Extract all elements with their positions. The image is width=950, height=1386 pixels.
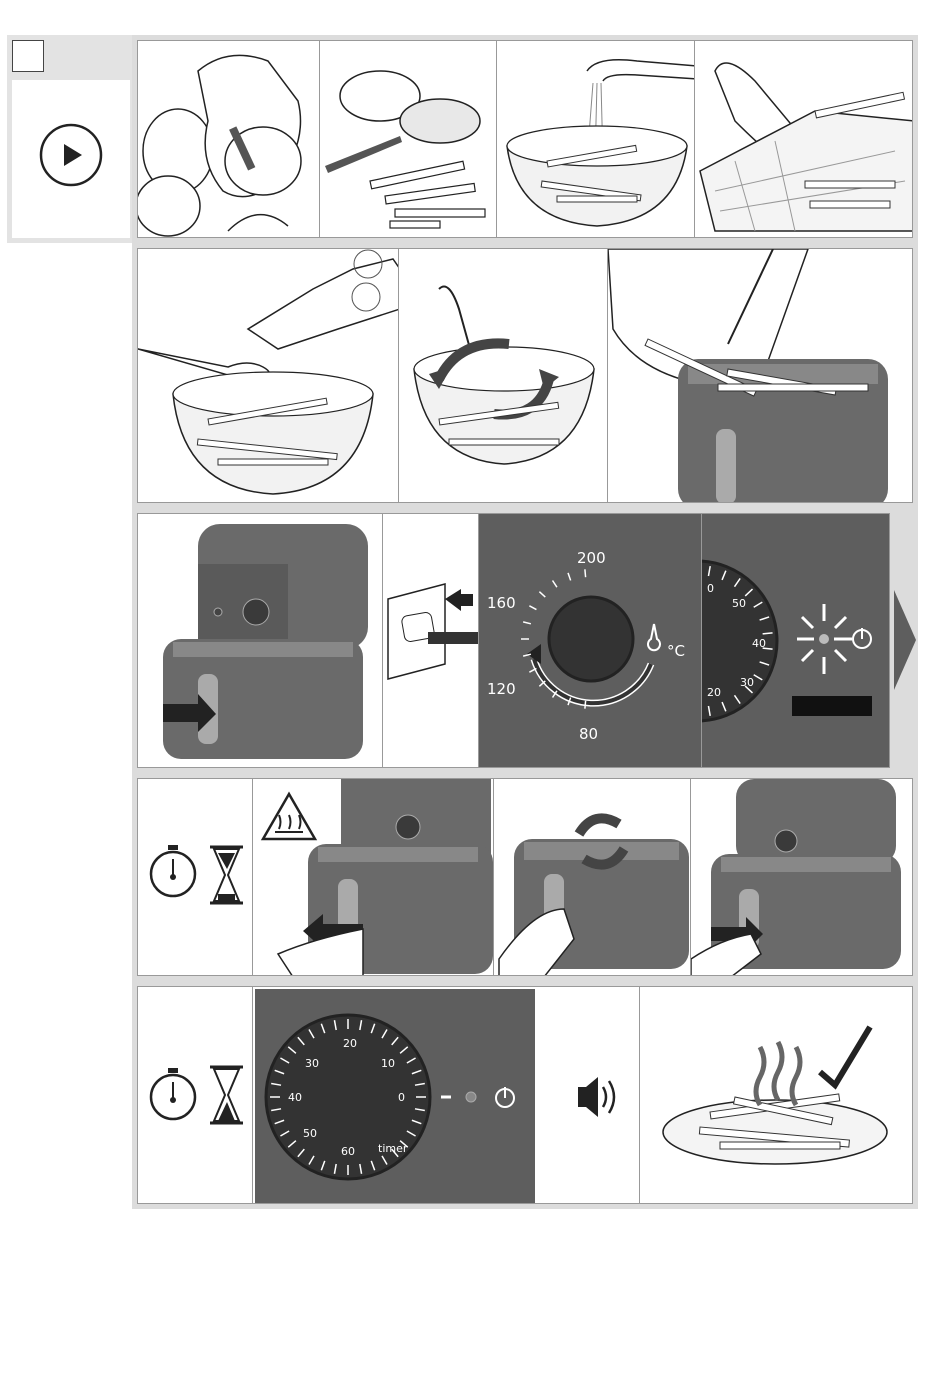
panel-add-oil: [137, 248, 399, 503]
panel-timer-running: [137, 778, 253, 976]
panel-cut-fries: [319, 40, 497, 238]
hourglass-bottom-icon: [210, 1067, 243, 1123]
panel-timer-dial: 20 10 0 30 40 50 60 timer: [252, 986, 640, 1204]
panel-temperature-dial: 200 160 120 80 °C: [478, 513, 702, 768]
timer-small-0: 0: [707, 582, 714, 595]
step-number-box: [12, 40, 44, 72]
panel-rinse-fries: [496, 40, 695, 238]
timer-dial-small[interactable]: 50 40 30 20 0: [702, 514, 890, 768]
temp-unit: °C: [667, 642, 685, 660]
dial-tick: [539, 592, 545, 597]
speaker-sound-icon: [578, 1077, 614, 1117]
panel-timer-set: 50 40 30 20 0: [701, 513, 890, 768]
panel-insert-basket: [137, 513, 383, 768]
timer-label-40: 40: [288, 1091, 302, 1104]
checkmark-icon: [820, 1027, 870, 1085]
timer-small-30: 30: [740, 676, 754, 689]
dial-tick: [523, 622, 531, 624]
timer-symbol-icon: [853, 628, 871, 648]
display-bar: [792, 696, 872, 716]
panel-peel-potatoes: [137, 40, 320, 238]
dial-tick: [585, 701, 586, 709]
dial-tick: [568, 573, 571, 581]
timer-label-20: 20: [343, 1037, 357, 1050]
play-icon[interactable]: [12, 80, 130, 238]
panel-plug-in: [382, 513, 479, 768]
panel-serve-fries: [639, 986, 913, 1204]
timer-label-0: 0: [398, 1091, 405, 1104]
timer-label-50: 50: [303, 1127, 317, 1140]
timer-label-10: 10: [381, 1057, 395, 1070]
panel-timer-done: [137, 986, 253, 1204]
timer-caption: timer: [378, 1142, 408, 1155]
temp-label-200: 200: [577, 549, 606, 567]
dial-tick: [763, 633, 773, 634]
temp-label-160: 160: [487, 594, 516, 612]
panel-shake-warning: [252, 778, 494, 976]
temp-label-120: 120: [487, 680, 516, 698]
panel-stir-fries: [398, 248, 608, 503]
dial-tick: [585, 569, 586, 577]
timer-small-20: 20: [707, 686, 721, 699]
stopwatch-icon: [151, 845, 195, 896]
timer-label-30: 30: [305, 1057, 319, 1070]
hourglass-top-icon: [210, 847, 243, 903]
stopwatch-icon: [151, 1068, 195, 1119]
dial-tick: [553, 581, 557, 588]
dial-tick: [529, 606, 536, 610]
timer-small-40: 40: [752, 637, 766, 650]
timer-label-60: 60: [341, 1145, 355, 1158]
next-arrow-icon: [892, 590, 918, 690]
timer-small-50: 50: [732, 597, 746, 610]
panel-reinsert-basket: [690, 778, 913, 976]
hot-surface-warning-icon: [263, 794, 315, 839]
play-panel: [12, 80, 130, 238]
panel-dry-fries: [694, 40, 913, 238]
temperature-dial[interactable]: 200 160 120 80 °C: [479, 514, 702, 768]
panel-shake-basket: [493, 778, 691, 976]
temp-label-80: 80: [579, 725, 598, 743]
panel-load-basket: [607, 248, 913, 503]
